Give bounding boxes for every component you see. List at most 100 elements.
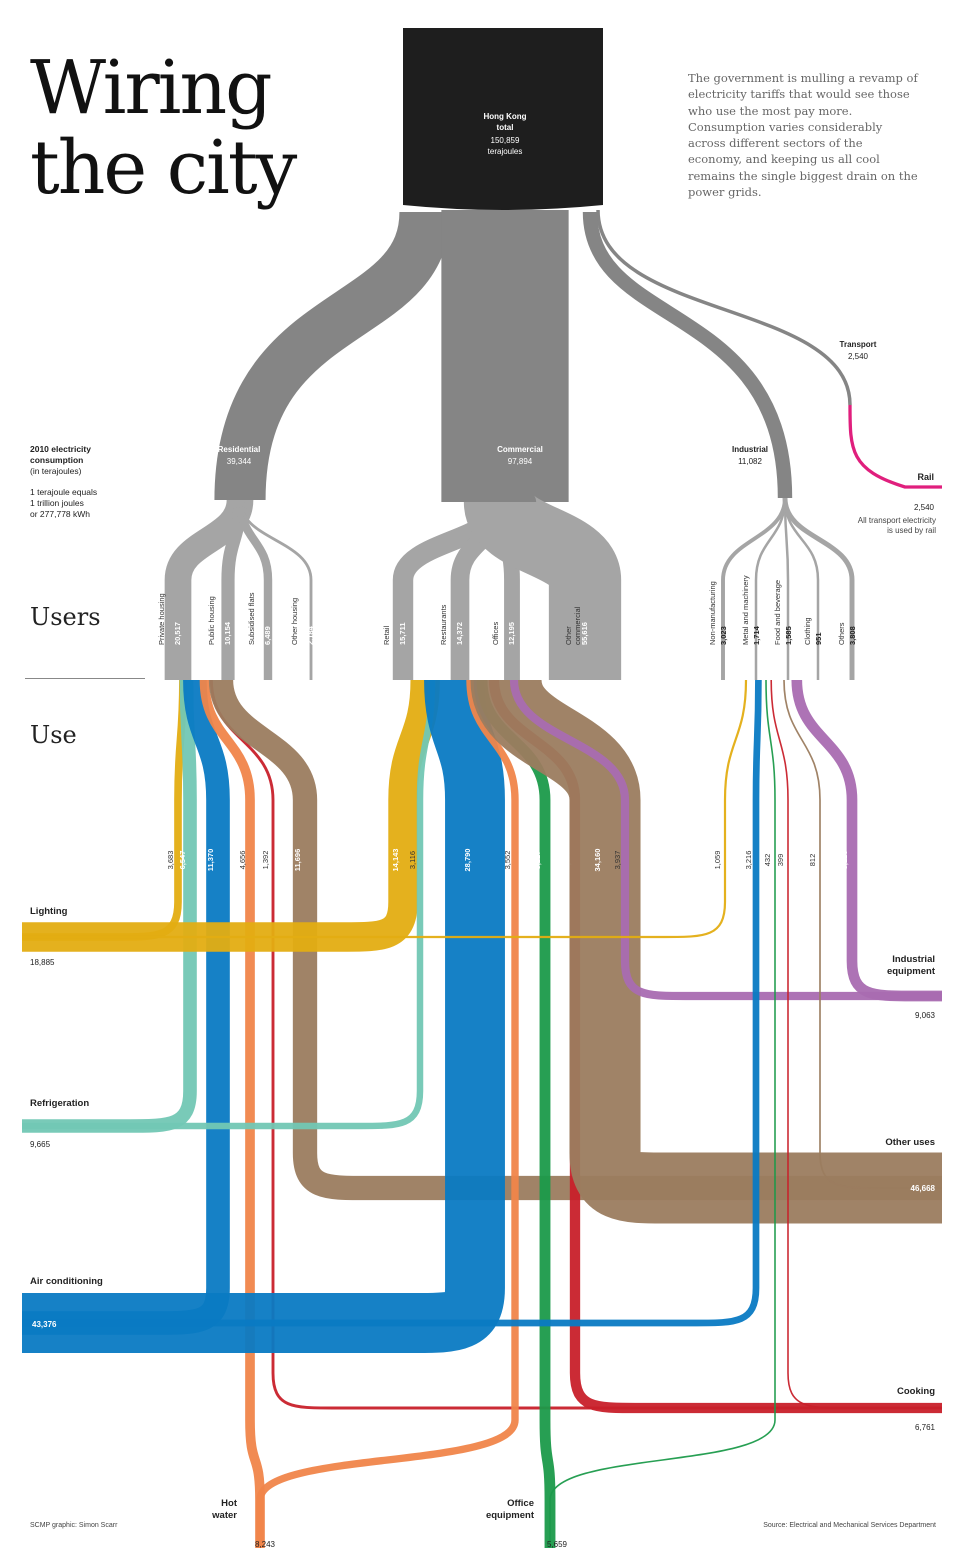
user-label: Clothing <box>803 617 812 645</box>
user-label: Food and beverage <box>773 580 782 645</box>
user-column-food-and-beverage <box>783 497 790 680</box>
sector-label: Transport <box>840 340 877 349</box>
total-unit: terajoules <box>488 147 523 156</box>
use-value: 6,761 <box>915 1423 936 1432</box>
flow-hot-water <box>256 679 519 1548</box>
user-label: Private housing <box>157 593 166 645</box>
user-label: Public housing <box>207 596 216 645</box>
title-line-2: the city <box>30 125 297 211</box>
user-column-others <box>782 497 855 680</box>
user-column-metal-and-machinery <box>754 497 787 680</box>
use-value: 8,243 <box>255 1540 276 1549</box>
sector-trunk-residential <box>214 210 451 501</box>
flow-hot-water <box>199 679 265 1548</box>
flow-value-label: 28,790 <box>463 849 472 872</box>
use-value: 5,659 <box>547 1540 568 1549</box>
user-label: Subsidised flats <box>247 592 256 645</box>
user-column-non-manufacturing <box>721 497 787 680</box>
use-value: 9,063 <box>915 1011 936 1020</box>
sector-label: Commercial <box>497 445 543 454</box>
rail-note-line-1: All transport electricity <box>857 516 936 525</box>
user-value: 15,711 <box>398 622 407 645</box>
flow-value-label: 432 <box>763 854 772 867</box>
flow-value-label: 11,696 <box>293 849 302 872</box>
sector-label: Industrial <box>732 445 768 454</box>
unit-note-line-3: or 277,778 kWh <box>30 509 91 519</box>
title-line-1: Wiring <box>30 45 273 131</box>
total-block <box>403 28 603 210</box>
user-value: 10,154 <box>223 621 232 645</box>
user-label: Retail <box>382 625 391 645</box>
sector-trunk-transport <box>596 209 852 406</box>
flow-cooking <box>488 679 942 1414</box>
user-column-other-commercial <box>463 492 622 680</box>
rail-note-line-2: is used by rail <box>887 526 936 535</box>
flow-other-uses <box>470 676 942 1224</box>
flow-value-label: 3,683 <box>166 851 175 870</box>
user-value: 55,616 <box>580 622 589 645</box>
user-value: 1,585 <box>784 626 793 645</box>
unit-note: 2010 electricity consumption (in terajou… <box>30 444 102 520</box>
user-label: Non-manufacturing <box>708 581 717 645</box>
sector-trunk-industrial <box>582 211 793 499</box>
use-label: water <box>211 1510 237 1521</box>
source: Source: Electrical and Mechanical Servic… <box>763 1522 936 1529</box>
flow-value-label: 3,937 <box>613 851 622 870</box>
sector-value: 2,540 <box>848 352 869 361</box>
flow-value-label: 812 <box>808 854 817 867</box>
use-label: Air conditioning <box>30 1276 103 1287</box>
sector-value: 97,894 <box>508 457 533 466</box>
flow-value-label: 6,547 <box>178 851 187 870</box>
use-label: Hot <box>221 1498 238 1509</box>
chart-title: Wiring the city <box>30 45 297 211</box>
flow-value-label: 5,126 <box>840 851 849 870</box>
user-column-other-housing <box>238 499 313 680</box>
flow-value-label: 3,552 <box>503 851 512 870</box>
flow-industrial-equipment <box>509 679 942 1001</box>
user-label: Other <box>564 626 573 645</box>
flow-value-label: 3,216 <box>744 851 753 870</box>
user-column-subsidised-flats <box>235 499 273 680</box>
user-label: Others <box>837 622 846 645</box>
use-label: Refrigeration <box>30 1098 89 1109</box>
user-label: commercial <box>573 606 582 645</box>
user-label-rail: Rail <box>917 472 934 482</box>
use-label: equipment <box>486 1510 535 1521</box>
flow-lighting <box>22 679 748 939</box>
use-label: equipment <box>887 966 936 977</box>
user-label: Offices <box>491 622 500 645</box>
flow-value-label: 11,370 <box>206 849 215 872</box>
flow-other-uses <box>783 679 942 1189</box>
flow-lighting <box>22 679 187 941</box>
flow-industrial-equipment <box>791 679 942 1002</box>
sector-value: 39,344 <box>227 457 252 466</box>
flow-other-uses <box>208 679 942 1201</box>
use-label: Office <box>507 1498 534 1509</box>
flow-air-conditioning <box>22 679 762 1327</box>
flow-value-label: 4,656 <box>238 851 247 870</box>
user-value: 2,184 <box>306 625 315 645</box>
use-label: Industrial <box>892 954 935 965</box>
user-value: 12,195 <box>507 622 516 645</box>
use-value: 43,376 <box>32 1320 57 1329</box>
total-label: total <box>497 123 514 132</box>
flow-value-label: 1,392 <box>261 851 270 870</box>
flow-value-label: 1,059 <box>713 851 722 870</box>
unit-note-line-1: 1 terajoule equals <box>30 487 98 497</box>
user-value: 1,714 <box>752 625 761 645</box>
section-use: Use <box>30 721 77 749</box>
user-value: 20,517 <box>173 622 182 645</box>
credit: SCMP graphic: Simon Scarr <box>30 1522 118 1529</box>
use-value: 46,668 <box>911 1184 936 1193</box>
user-value: 6,489 <box>263 626 272 645</box>
flow-value-label: 14,143 <box>391 849 400 872</box>
intro-text: The government is mulling a revamp of el… <box>688 71 918 200</box>
total-label: Hong Kong <box>483 112 526 121</box>
unit-note-unit: (in terajoules) <box>30 466 82 476</box>
user-label: Metal and machinery <box>741 575 750 645</box>
user-value-rail: 2,540 <box>914 503 935 512</box>
use-value: 9,665 <box>30 1140 51 1149</box>
rail-note: All transport electricity is used by rai… <box>854 516 936 536</box>
user-value: 951 <box>814 632 823 645</box>
